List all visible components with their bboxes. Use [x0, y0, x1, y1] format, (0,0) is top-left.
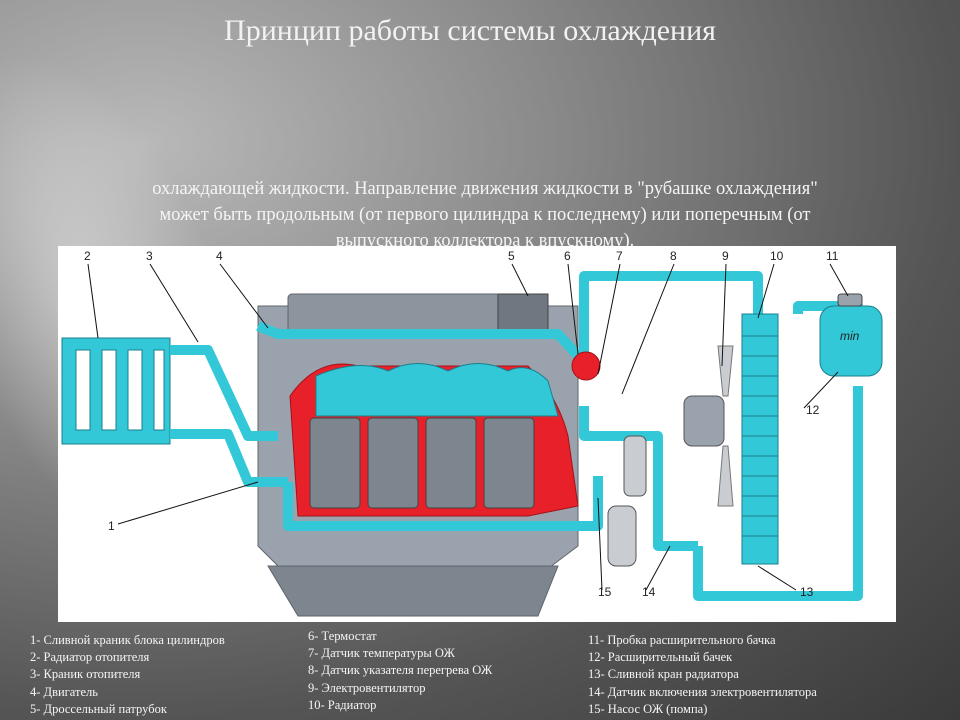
callout-numbers: 2 3 4 5 6 7 8 9 10 11 1 12 13 14 15	[84, 249, 839, 599]
legend-item: 3- Краник отопителя	[30, 667, 141, 682]
heater-radiator-cores	[75, 349, 165, 431]
tank-cap	[837, 293, 863, 307]
head-jacket-coolant	[315, 363, 559, 417]
legend-item: 12- Расширительный бачек	[588, 650, 733, 665]
intro-line	[30, 72, 940, 98]
legend-item: 5- Дроссельный патрубок	[30, 701, 167, 716]
svg-text:3: 3	[146, 249, 153, 263]
svg-text:2: 2	[84, 249, 91, 263]
thermostat	[571, 351, 601, 381]
svg-text:5: 5	[508, 249, 515, 263]
svg-text:9: 9	[722, 249, 729, 263]
intro-line: охлаждающей жидкости. Направление движен…	[152, 179, 818, 199]
legend-item: 13- Сливной кран радиатора	[588, 667, 739, 682]
legend-column-2: 6- Термостат 7- Датчик температуры ОЖ 8-…	[308, 628, 492, 714]
svg-text:10: 10	[770, 249, 784, 263]
electric-fan	[683, 345, 734, 507]
cylinders	[309, 417, 535, 509]
legend-item: 2- Радиатор отопителя	[30, 650, 150, 665]
svg-text:12: 12	[806, 403, 820, 417]
legend-item: 10- Радиатор	[308, 697, 377, 712]
intro-paragraph: охлаждающей жидкости. Направление движен…	[30, 72, 940, 254]
svg-text:11: 11	[826, 249, 839, 263]
diagram-svg: min 2 3 4 5 6 7 8 9 10 11 1 12	[61, 249, 883, 617]
svg-text:8: 8	[670, 249, 677, 263]
page-title: Принцип работы системы охлаждения	[224, 14, 716, 47]
intro-line	[30, 124, 940, 150]
intro-line	[30, 98, 940, 124]
svg-text:7: 7	[616, 249, 623, 263]
pump-pulleys	[607, 435, 647, 567]
leader-lines	[87, 263, 849, 591]
svg-text:1: 1	[108, 519, 115, 533]
legend-item: 7- Датчик температуры ОЖ	[308, 646, 455, 661]
legend-item: 14- Датчик включения электровентилятора	[588, 684, 817, 699]
cooling-system-diagram: min 2 3 4 5 6 7 8 9 10 11 1 12	[58, 246, 896, 622]
throttle-body	[497, 293, 549, 335]
svg-text:14: 14	[642, 585, 656, 599]
legend-item: 11- Пробка расширительного бачка	[588, 633, 776, 647]
legend-column-1: 1- Сливной краник блока цилиндров 2- Рад…	[30, 632, 225, 718]
radiator-fins	[742, 335, 778, 537]
svg-text:4: 4	[216, 249, 223, 263]
legend-column-3: 11- Пробка расширительного бачка 12- Рас…	[588, 632, 817, 718]
legend-item: 4- Двигатель	[30, 684, 98, 699]
svg-text:13: 13	[800, 585, 814, 599]
legend-item: 15- Насос ОЖ (помпа)	[588, 701, 708, 716]
legend-item: 8- Датчик указателя перегрева ОЖ	[308, 663, 493, 678]
intro-line	[30, 150, 940, 176]
legend-item: 1- Сливной краник блока цилиндров	[30, 633, 225, 647]
legend-item: 6- Термостат	[308, 629, 377, 643]
svg-text:6: 6	[564, 249, 571, 263]
oil-pan	[267, 565, 559, 617]
intro-line: может быть продольным (от первого цилинд…	[159, 205, 811, 225]
tank-min-label: min	[840, 329, 860, 343]
main-radiator	[741, 313, 779, 565]
svg-text:15: 15	[598, 585, 612, 599]
legend-item: 9- Электровентилятор	[308, 680, 426, 695]
